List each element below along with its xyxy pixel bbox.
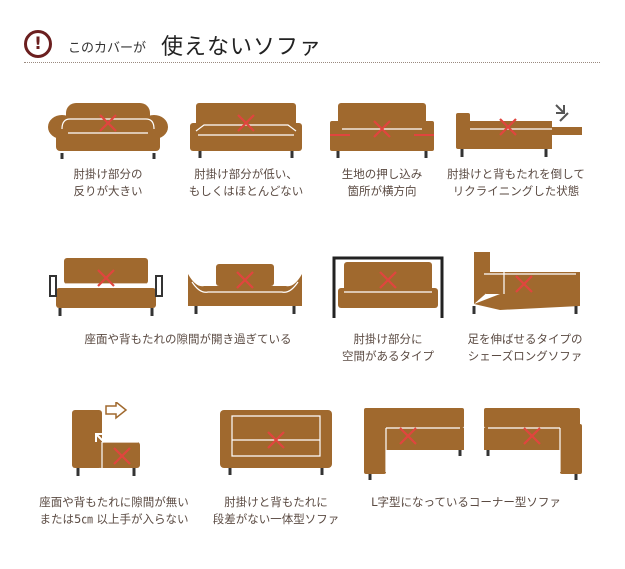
- horizontal-tuck-sofa-icon: [330, 101, 434, 159]
- corner-sofa-reverse-icon: [484, 406, 584, 480]
- gapped-sofa-icon: [46, 256, 166, 318]
- curved-arm-sofa-icon: [48, 97, 168, 159]
- daybed-sofa-icon: [186, 260, 304, 318]
- title-prefix: このカバーが: [68, 41, 147, 56]
- warning-icon: !: [24, 30, 52, 58]
- header-divider: [24, 62, 600, 63]
- caption-reclining: 肘掛けと背もたれを倒して リクライニングした状態: [447, 167, 585, 198]
- chaise-longue-sofa-icon: [470, 250, 582, 320]
- header: ! このカバーが 使えないソファ: [24, 26, 600, 66]
- caption-gapped: 座面や背もたれの隙間が開き過ぎている: [84, 332, 292, 346]
- caption-low-arm: 肘掛け部分が低い、 もしくはほとんどない: [188, 167, 304, 198]
- tight-gap-sofa-icon: [70, 402, 142, 482]
- caption-tight-gap: 座面や背もたれに隙間が無い または5㎝ 以上手が入らない: [39, 495, 189, 526]
- caption-one-piece: 肘掛けと背もたれに 段差がない一体型ソファ: [212, 495, 340, 526]
- low-arm-sofa-icon: [190, 101, 302, 159]
- caption-open-arm: 肘掛け部分に 空間があるタイプ: [342, 332, 434, 363]
- caption-chaise-longue: 足を伸ばせるタイプの シェーズロングソファ: [467, 332, 583, 363]
- page-title: 使えないソファ: [161, 35, 323, 60]
- caption-horizontal-tuck: 生地の押し込み 箇所が横方向: [341, 167, 423, 198]
- reclining-sofa-icon: [456, 103, 584, 159]
- corner-sofa-icon: [364, 406, 468, 480]
- one-piece-sofa-icon: [220, 410, 332, 476]
- caption-corner: L字型になっているコーナー型ソファ: [371, 495, 561, 509]
- caption-curved-arm: 肘掛け部分の 反りが大きい: [73, 167, 143, 198]
- open-arm-sofa-icon: [330, 254, 446, 320]
